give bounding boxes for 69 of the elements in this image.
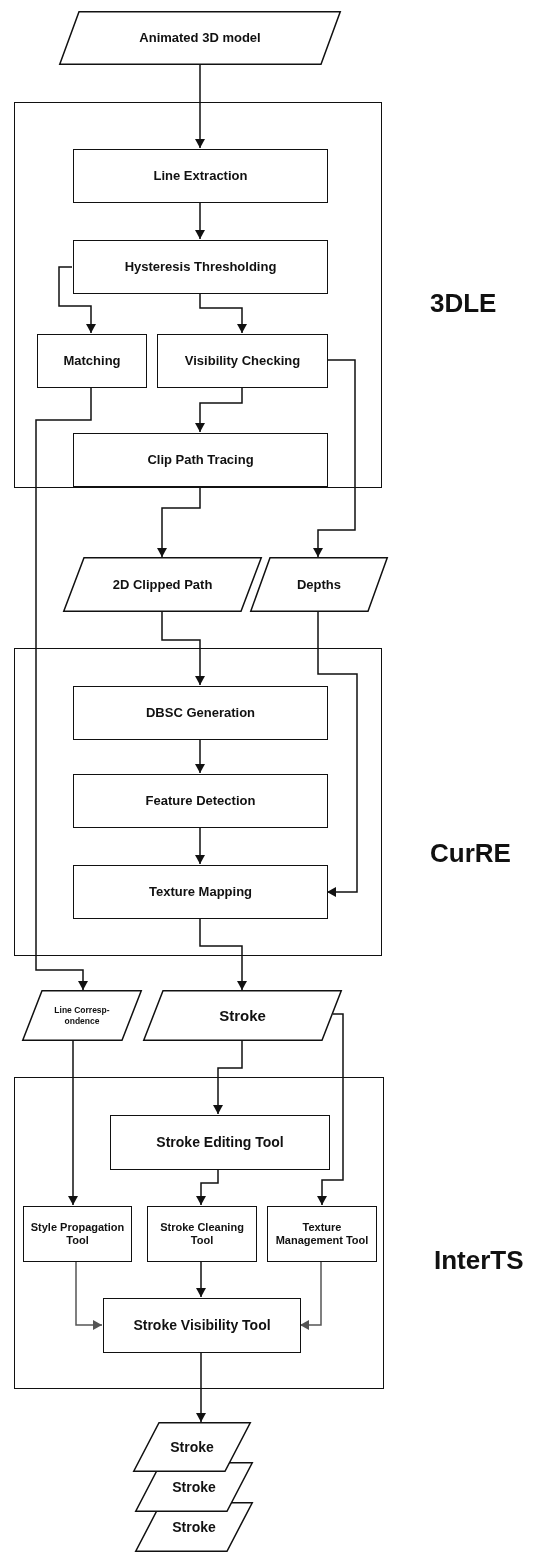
node-label: Stroke bbox=[172, 1518, 216, 1536]
arrow bbox=[35, 386, 92, 991]
arrow bbox=[195, 826, 205, 865]
process-box bbox=[73, 686, 328, 740]
node-label: Matching bbox=[63, 353, 121, 369]
process-box bbox=[37, 334, 147, 388]
node-label: Animated 3D model bbox=[139, 30, 261, 46]
arrow bbox=[313, 359, 356, 558]
node-label: Texture Mapping bbox=[148, 884, 252, 900]
group-label: 3DLE bbox=[430, 288, 497, 319]
group-label: InterTS bbox=[434, 1245, 524, 1276]
data-parallelogram bbox=[135, 1502, 253, 1552]
data-parallelogram bbox=[135, 1462, 253, 1512]
arrow bbox=[213, 1040, 243, 1115]
node-label: Visibility Checking bbox=[184, 353, 301, 369]
node-label: Texture Management Tool bbox=[274, 1220, 370, 1248]
node-label: Style Propagation Tool bbox=[29, 1220, 126, 1248]
node-label: Feature Detection bbox=[145, 793, 256, 809]
arrow bbox=[196, 1260, 206, 1298]
node-label: Stroke bbox=[219, 1006, 266, 1025]
arrow bbox=[75, 1260, 103, 1330]
arrow bbox=[58, 266, 96, 334]
node-label: DBSC Generation bbox=[145, 705, 256, 721]
data-parallelogram bbox=[250, 557, 388, 612]
arrow bbox=[195, 386, 243, 433]
arrow bbox=[199, 292, 247, 334]
group-box bbox=[14, 1077, 384, 1389]
arrow bbox=[161, 611, 205, 686]
node-label: Line Extraction bbox=[153, 168, 248, 184]
process-box bbox=[73, 865, 328, 919]
data-parallelogram bbox=[22, 990, 142, 1041]
arrow bbox=[195, 738, 205, 774]
data-parallelogram bbox=[143, 990, 342, 1041]
arrow bbox=[157, 485, 201, 558]
node-label: Depths bbox=[296, 576, 342, 593]
group-label: CurRE bbox=[430, 838, 511, 869]
node-label: Hysteresis Thresholding bbox=[124, 259, 277, 275]
node-label: Line Corresp- ondence bbox=[53, 1005, 111, 1026]
arrow bbox=[68, 1040, 78, 1206]
data-parallelogram bbox=[59, 11, 341, 65]
arrow bbox=[195, 201, 205, 240]
node-label: Stroke Editing Tool bbox=[156, 1134, 284, 1151]
arrow bbox=[195, 64, 205, 149]
arrow bbox=[299, 1260, 322, 1330]
process-box bbox=[267, 1206, 377, 1262]
data-parallelogram bbox=[63, 557, 262, 612]
process-box bbox=[23, 1206, 132, 1262]
data-parallelogram bbox=[133, 1422, 251, 1472]
arrow bbox=[196, 1351, 206, 1423]
process-box bbox=[73, 774, 328, 828]
group-box bbox=[14, 102, 382, 488]
process-box bbox=[73, 240, 328, 294]
node-label: Stroke Visibility Tool bbox=[133, 1317, 271, 1334]
group-box bbox=[14, 648, 382, 956]
process-box bbox=[73, 433, 328, 487]
process-box bbox=[73, 149, 328, 203]
arrow bbox=[317, 611, 358, 897]
node-label: Stroke Cleaning Tool bbox=[159, 1220, 245, 1248]
node-label: 2D Clipped Path bbox=[112, 576, 213, 593]
arrow bbox=[196, 1168, 219, 1206]
node-label: Clip Path Tracing bbox=[147, 452, 254, 468]
node-label: Stroke bbox=[172, 1478, 216, 1496]
process-box bbox=[147, 1206, 257, 1262]
node-label: Stroke bbox=[170, 1438, 214, 1456]
arrow bbox=[317, 1013, 344, 1206]
process-box bbox=[103, 1298, 301, 1353]
process-box bbox=[157, 334, 328, 388]
arrow bbox=[199, 917, 247, 991]
process-box bbox=[110, 1115, 330, 1170]
